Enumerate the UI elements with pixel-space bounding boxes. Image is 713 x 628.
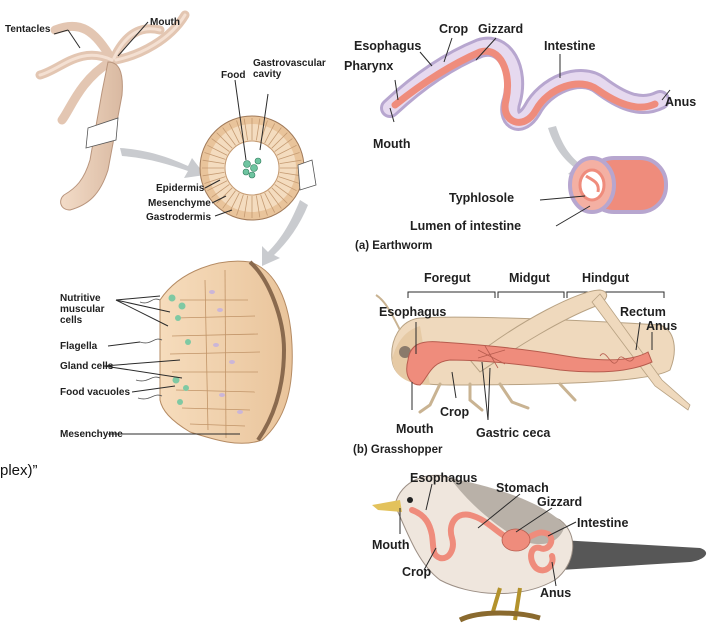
label-earthworm-esophagus: Esophagus [354, 40, 421, 53]
label-foregut: Foregut [424, 272, 471, 285]
label-lumen-of-intestine: Lumen of intestine [410, 220, 521, 233]
label-rectum: Rectum [620, 306, 666, 319]
label-bird-mouth: Mouth [372, 539, 409, 552]
label-bird-intestine: Intestine [577, 517, 628, 530]
label-tentacles: Tentacles [5, 24, 50, 35]
label-nutritive-muscular-cells: Nutritive muscular cells [60, 293, 116, 326]
label-earthworm-mouth: Mouth [373, 138, 410, 151]
label-stomach: Stomach [496, 482, 549, 495]
label-earthworm-crop: Crop [439, 23, 468, 36]
label-grasshopper-mouth: Mouth [396, 423, 433, 436]
label-hydra-mesenchyme: Mesenchyme [148, 198, 211, 209]
label-grasshopper-esophagus: Esophagus [379, 306, 446, 319]
label-hydra-mouth: Mouth [150, 17, 180, 28]
earthworm-illustration [390, 38, 670, 226]
label-gastrovascular-cavity: Gastrovascular cavity [253, 58, 309, 80]
label-grasshopper-crop: Crop [440, 406, 469, 419]
label-pharynx: Pharynx [344, 60, 393, 73]
label-epidermis: Epidermis [156, 183, 204, 194]
label-bird-esophagus: Esophagus [410, 472, 477, 485]
label-earthworm-intestine: Intestine [544, 40, 595, 53]
background-text-fragment: plex)” [0, 462, 38, 479]
intestine-cross-section [570, 158, 666, 212]
label-typhlosole: Typhlosole [449, 192, 514, 205]
caption-earthworm: (a) Earthworm [355, 241, 432, 252]
label-bird-crop: Crop [402, 566, 431, 579]
label-midgut: Midgut [509, 272, 550, 285]
label-hindgut: Hindgut [582, 272, 629, 285]
label-gastrodermis: Gastrodermis [146, 212, 211, 223]
label-flagella: Flagella [60, 341, 97, 352]
label-earthworm-gizzard: Gizzard [478, 23, 523, 36]
label-earthworm-anus: Anus [665, 96, 696, 109]
label-food-vacuoles: Food vacuoles [60, 387, 130, 398]
label-food: Food [221, 70, 245, 81]
label-bird-anus: Anus [540, 587, 571, 600]
label-gastric-ceca: Gastric ceca [476, 427, 550, 440]
label-detail-mesenchyme: Mesenchyme [60, 429, 123, 440]
label-bird-gizzard: Gizzard [537, 496, 582, 509]
label-grasshopper-anus: Anus [646, 320, 677, 333]
label-gland-cells: Gland cells [60, 361, 113, 372]
caption-grasshopper: (b) Grasshopper [353, 445, 442, 456]
